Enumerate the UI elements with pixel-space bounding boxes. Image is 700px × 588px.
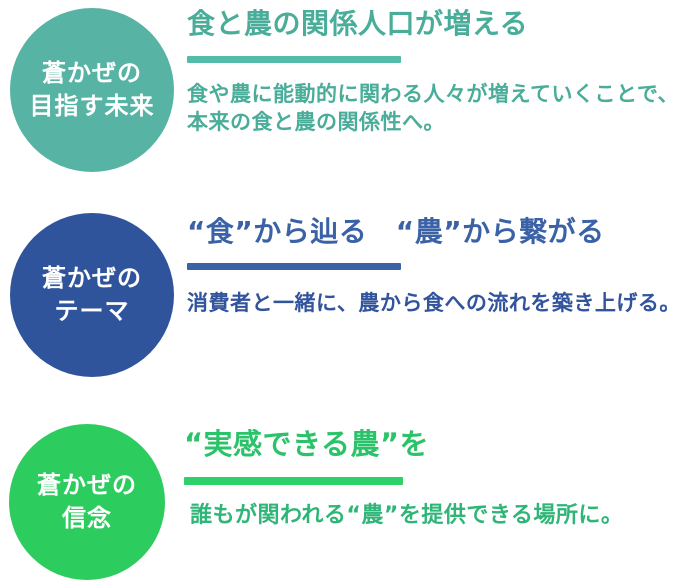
theme-circle: 蒼かぜの テーマ <box>10 213 174 377</box>
belief-heading: “実感できる農”を <box>184 427 430 461</box>
belief-circle-label-line2: 信念 <box>62 504 112 532</box>
future-heading-underline <box>187 56 401 63</box>
belief-body: 誰もが関われる“農”を提供できる場所に。 <box>190 502 623 530</box>
belief-heading-underline <box>184 477 403 485</box>
future-circle-label: 蒼かぜの 目指す未来 <box>30 57 155 123</box>
future-circle: 蒼かぜの 目指す未来 <box>10 8 174 172</box>
future-circle-label-line2: 目指す未来 <box>29 92 155 120</box>
belief-body-line1: 誰もが関われる“農”を提供できる場所に。 <box>190 503 624 528</box>
theme-body: 消費者と一緒に、農から食への流れを築き上げる。 <box>187 289 681 317</box>
future-body-line2: 本来の食と農の関係性へ。 <box>187 110 445 134</box>
future-heading: 食と農の関係人口が増える <box>187 7 529 40</box>
theme-heading-underline <box>187 263 401 270</box>
theme-circle-label-line2: テーマ <box>54 297 130 325</box>
future-body: 食や農に能動的に関わる人々が増えていくことで、 本来の食と農の関係性へ。 <box>187 80 679 136</box>
belief-circle: 蒼かぜの 信念 <box>9 424 165 580</box>
theme-body-line1: 消費者と一緒に、農から食への流れを築き上げる。 <box>187 291 681 315</box>
belief-circle-label-line1: 蒼かぜの <box>37 471 137 499</box>
theme-circle-label-line1: 蒼かぜの <box>42 264 142 292</box>
future-body-line1: 食や農に能動的に関わる人々が増えていくことで、 <box>187 82 679 106</box>
theme-heading: “食”から辿る “農”から繋がる <box>187 215 605 248</box>
future-circle-label-line1: 蒼かぜの <box>42 59 142 87</box>
belief-circle-label: 蒼かぜの 信念 <box>37 469 137 535</box>
theme-circle-label: 蒼かぜの テーマ <box>42 262 142 328</box>
